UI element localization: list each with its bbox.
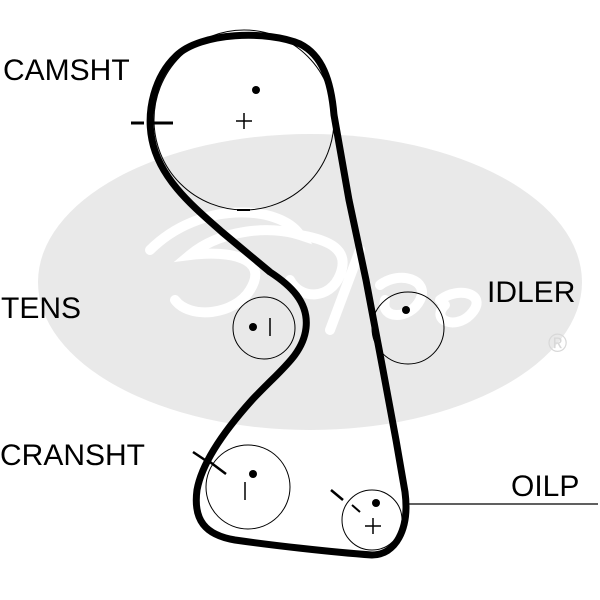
- camshaft-plus-mark: [236, 113, 252, 129]
- oil-pump-timing-tick-2: [351, 504, 361, 513]
- tensioner-pulley: [232, 296, 296, 360]
- crankshaft-center-dot: [249, 470, 257, 478]
- tensioner-label: TENS: [1, 292, 81, 325]
- crankshaft-label-leader: [192, 450, 206, 462]
- oil-pump-label: OILP: [511, 470, 579, 503]
- idler-label: IDLER: [487, 276, 575, 309]
- crankshaft-pulley: [192, 444, 291, 530]
- oil-pump-timing-tick: [330, 489, 344, 501]
- crankshaft-timing-tick: [209, 461, 227, 475]
- timing-belt: [146, 31, 410, 559]
- oil-pump-plus-mark: [365, 518, 381, 534]
- labels: CAMSHT TENS IDLER CRANSHT OILP: [0, 54, 579, 503]
- watermark-oval: [38, 134, 582, 430]
- watermark-script: [145, 207, 482, 335]
- watermark-registered-mark: ®: [548, 328, 567, 358]
- tensioner-center-dot: [249, 323, 257, 331]
- gates-watermark: ®: [38, 134, 582, 430]
- oil-pump-center-dot: [372, 499, 380, 507]
- crankshaft-pulley-circle: [205, 444, 291, 530]
- camshaft-center-dot: [252, 86, 260, 94]
- crankshaft-label: CRANSHT: [0, 439, 145, 472]
- camshaft-label: CAMSHT: [3, 54, 130, 87]
- tensioner-pulley-circle: [232, 296, 296, 360]
- idler-center-dot: [402, 306, 410, 314]
